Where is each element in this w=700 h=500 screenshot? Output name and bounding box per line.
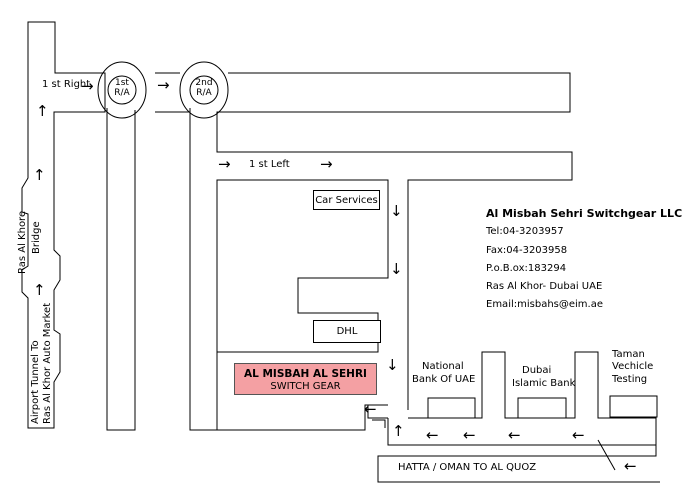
roundabout-1 — [97, 61, 147, 119]
company-info: Al Misbah Sehri Switchgear LLC Tel:04-32… — [486, 205, 682, 315]
arrow-left-icon: ← — [508, 426, 521, 444]
taman-label-line3: Testing — [612, 374, 648, 385]
arrow-left-icon: ← — [364, 400, 377, 418]
nbu-label-line1: National — [422, 361, 464, 372]
arrow-down-icon: ↓ — [390, 202, 403, 220]
arrow-down-icon: ↓ — [390, 260, 403, 278]
arrow-left-icon: ← — [463, 426, 476, 444]
company-name: Al Misbah Sehri Switchgear LLC — [486, 207, 683, 220]
lower-compound — [217, 404, 388, 431]
bridge-label-line1: Ras Al Khore — [17, 210, 28, 274]
destination-line1: AL MISBAH AL SEHRI — [244, 368, 367, 380]
roundabout-1-label: 1st R/A — [108, 78, 136, 98]
arrow-left-icon: ← — [572, 426, 585, 444]
bank-road — [377, 351, 660, 483]
taman-label-line1: Taman — [612, 349, 645, 360]
taman-label-line2: Vechicle — [612, 361, 654, 372]
company-location: Ras Al Khor- Dubai UAE — [486, 281, 603, 293]
arrow-right-icon: → — [218, 155, 231, 173]
arrow-up-icon: ↑ — [33, 281, 46, 299]
roundabout-2-line1: 2nd — [195, 78, 213, 88]
company-fax: Fax:04-3203958 — [486, 244, 568, 256]
car-services-box: Car Services — [313, 190, 380, 210]
first-right-label: 1 st Right — [42, 79, 91, 90]
bridge-label-line2: Bridge — [31, 221, 42, 254]
roundabout-2-line2: R/A — [196, 88, 212, 98]
arrow-down-icon: ↓ — [386, 356, 399, 374]
dib-building — [517, 397, 567, 419]
tunnel-label-line1: Airport Tunnel To — [30, 340, 41, 424]
arrow-up-icon: ↑ — [392, 422, 405, 440]
dhl-box: DHL — [313, 320, 381, 343]
upper-road-outline — [155, 72, 573, 410]
arrow-right-icon: → — [157, 76, 170, 94]
destination-marker: AL MISBAH AL SEHRI SWITCH GEAR — [234, 363, 377, 395]
dib-label-line1: Dubai — [522, 365, 552, 376]
arrow-left-icon: ← — [426, 426, 439, 444]
taman-building — [609, 395, 658, 418]
roundabout-2-label: 2nd R/A — [190, 78, 218, 98]
company-tel: Tel:04-3203957 — [486, 226, 564, 238]
left-road-outline — [21, 21, 106, 429]
vertical-road-1 — [106, 108, 136, 431]
arrow-right-icon: → — [81, 77, 94, 95]
nbu-building — [427, 397, 476, 419]
service-road — [387, 418, 656, 446]
roundabout-2 — [179, 61, 229, 119]
roundabout-1-line2: R/A — [114, 88, 130, 98]
arrow-up-icon: ↑ — [36, 102, 49, 120]
highway-label: HATTA / OMAN TO AL QUOZ — [398, 462, 537, 473]
company-email: Email:misbahs@eim.ae — [486, 299, 603, 311]
dib-label-line2: Islamic Bank — [512, 378, 576, 389]
company-pobox: P.o.B.ox:183294 — [486, 262, 567, 274]
arrow-right-icon: → — [320, 155, 333, 173]
first-left-label: 1 st Left — [249, 159, 290, 170]
arrow-left-icon: ← — [624, 457, 637, 475]
nbu-label-line2: Bank Of UAE — [412, 374, 476, 385]
destination-line2: SWITCH GEAR — [270, 381, 341, 392]
arrow-up-icon: ↑ — [33, 166, 46, 184]
tunnel-label-line2: Ras Al Khor Auto Market — [42, 302, 53, 424]
roundabout-1-line1: 1st — [115, 78, 129, 88]
